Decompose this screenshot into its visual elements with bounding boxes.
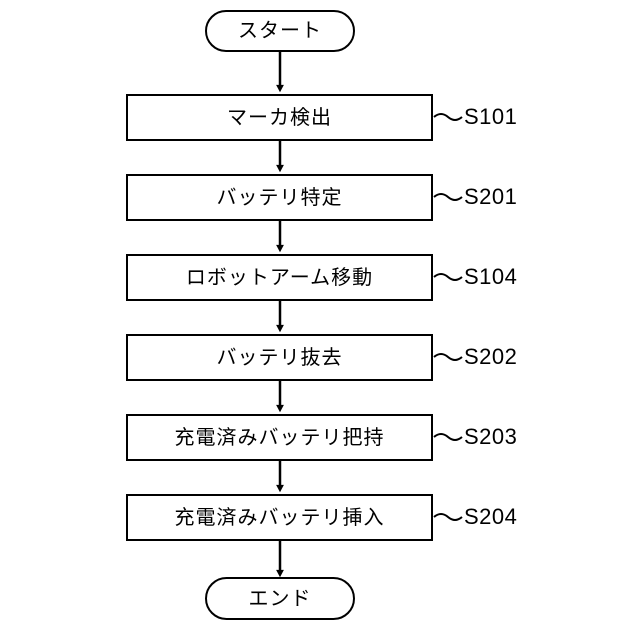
process-box-step5-label: 充電済みバッテリ把持	[174, 426, 385, 449]
process-box-step1: マーカ検出	[126, 94, 433, 141]
process-box-step4: バッテリ抜去	[126, 334, 433, 381]
leader-line-step3	[433, 273, 463, 281]
step-reference-step2: S201	[464, 184, 518, 209]
start-terminal-label: スタート	[238, 20, 322, 42]
leader-line-step2	[433, 193, 463, 201]
process-box-step2: バッテリ特定	[126, 174, 433, 221]
leader-line-step4	[433, 353, 463, 361]
step-reference-step5: S203	[464, 424, 518, 449]
process-box-step6-label: 充電済みバッテリ挿入	[174, 506, 385, 529]
process-box-step1-label: マーカ検出	[227, 106, 332, 129]
end-terminal: エンド	[205, 577, 355, 620]
process-box-step3: ロボットアーム移動	[126, 254, 433, 301]
step-reference-step6: S204	[464, 504, 518, 529]
step-reference-step3: S104	[464, 264, 518, 289]
leader-line-step5	[433, 433, 463, 441]
process-box-step2-label: バッテリ特定	[216, 186, 343, 209]
end-terminal-label: エンド	[248, 587, 312, 610]
process-box-step3-label: ロボットアーム移動	[185, 266, 374, 289]
process-box-step4-label: バッテリ抜去	[216, 346, 343, 369]
leader-line-step6	[433, 513, 463, 521]
process-box-step6: 充電済みバッテリ挿入	[126, 494, 433, 541]
step-reference-step4: S202	[464, 344, 518, 369]
process-box-step5: 充電済みバッテリ把持	[126, 414, 433, 461]
leader-line-step1	[433, 113, 463, 121]
step-reference-step1: S101	[464, 104, 518, 129]
start-terminal: スタート	[205, 10, 355, 52]
